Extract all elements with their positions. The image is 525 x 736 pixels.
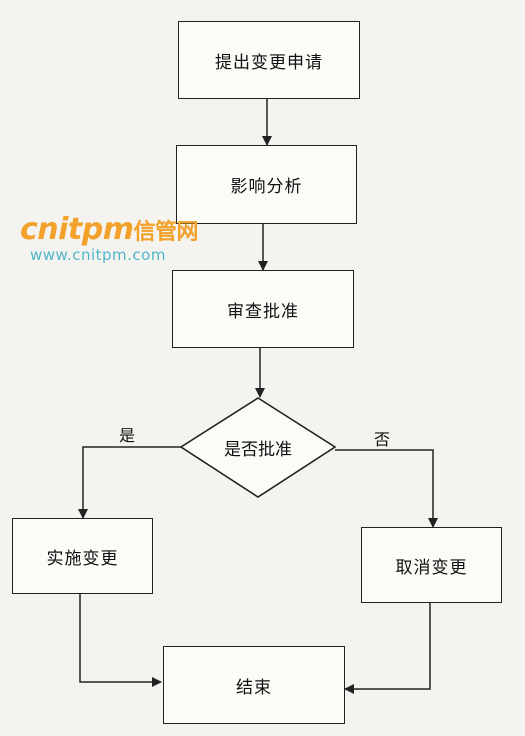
decision-label: 是否批准 <box>224 439 292 460</box>
arrow-yes-to-implement <box>78 446 181 519</box>
arrow-cancel-to-end <box>344 603 431 694</box>
node-end: 结束 <box>163 646 345 724</box>
edge-label-no: 否 <box>374 430 391 449</box>
node-impact-analysis: 影响分析 <box>176 145 357 224</box>
node-impact-label: 影响分析 <box>230 177 303 197</box>
node-submit-change-request: 提出变更申请 <box>178 21 360 99</box>
node-review-label: 审查批准 <box>227 301 299 322</box>
edge-label-yes: 是 <box>119 426 136 445</box>
arrow-no-to-cancel <box>335 449 438 528</box>
node-cancel-label: 取消变更 <box>395 557 468 578</box>
decision-diamond <box>179 397 337 498</box>
node-cancel-change: 取消变更 <box>361 527 502 603</box>
watermark-url: www.cnitpm.com <box>30 246 166 264</box>
arrow-implement-to-end <box>79 594 162 687</box>
node-implement-change: 实施变更 <box>12 518 153 594</box>
watermark-brand-latin: cnitpm <box>20 212 134 247</box>
watermark-brand: cnitpm信管网 <box>20 212 199 247</box>
node-submit-label: 提出变更申请 <box>215 52 323 73</box>
node-review-approve: 审查批准 <box>172 270 354 348</box>
watermark-brand-cn: 信管网 <box>133 220 199 245</box>
node-end-label: 结束 <box>236 677 272 698</box>
node-implement-label: 实施变更 <box>46 548 119 569</box>
